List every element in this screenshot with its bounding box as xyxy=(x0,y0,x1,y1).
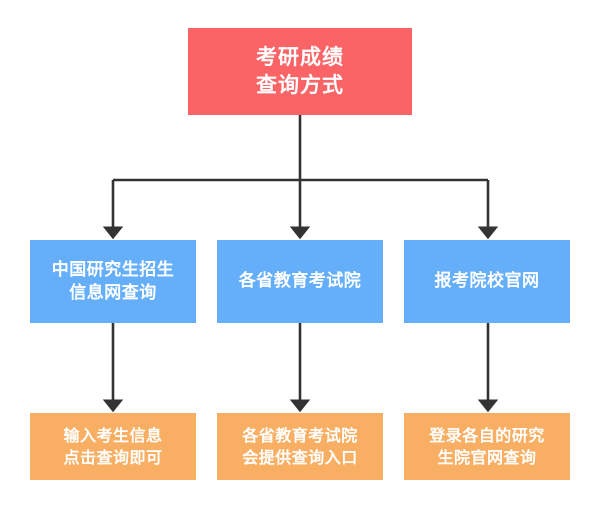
node-method-provincial-exam-authority: 各省教育考试院 xyxy=(217,240,383,323)
node-detail-provincial-entry-provided: 各省教育考试院 会提供查询入口 xyxy=(217,413,383,480)
node-method-university-website: 报考院校官网 xyxy=(404,240,570,323)
node-detail-login-graduate-school-site: 登录各自的研究 生院官网查询 xyxy=(404,413,570,480)
node-root-title: 考研成绩 查询方式 xyxy=(188,28,412,115)
node-method-cgdzy: 中国研究生招生 信息网查询 xyxy=(30,240,196,323)
node-detail-enter-candidate-info: 输入考生信息 点击查询即可 xyxy=(30,413,196,480)
